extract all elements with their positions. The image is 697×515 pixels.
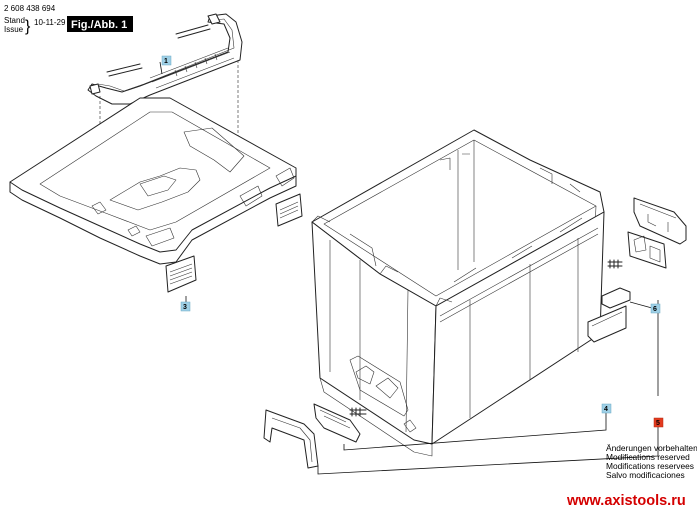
box-inner-clips (439, 153, 581, 193)
callout-6: 6 (650, 303, 661, 314)
box-rim-notches (349, 217, 583, 283)
callout-3: 3 (180, 301, 191, 312)
lid-recess (109, 167, 201, 211)
lid-hinge-marks (91, 201, 141, 237)
latch-plate (627, 231, 667, 269)
note-line-en: Modifications reserved (606, 452, 690, 462)
box-front-ribs (329, 240, 409, 433)
lid-front-edge (9, 175, 297, 253)
latch-cover-left-ribs (169, 263, 193, 285)
latch-cover-right-ribs (279, 201, 299, 219)
header-block: 2 608 438 694 Stand Issue } 10-11-29 Fig… (4, 4, 133, 35)
callout-label-3: 3 (183, 304, 187, 311)
latch-assembly-part (587, 197, 687, 343)
front-clip-frame (263, 409, 319, 469)
callout-label-5: 5 (656, 420, 660, 427)
box-body-part (311, 129, 605, 457)
lid-part (9, 97, 297, 265)
callout-badge-4 (601, 403, 612, 414)
front-clip-latch-lines (319, 409, 351, 429)
note-line-de: Änderungen vorbehalten (606, 443, 697, 453)
box-rim-details (311, 215, 453, 307)
callout-badge-6 (650, 303, 661, 314)
callout-4: 4 (601, 403, 612, 414)
latch-plate-detail (633, 235, 661, 263)
callout-badge-5 (653, 417, 664, 428)
latch-slider (601, 287, 631, 309)
handle-grip-ticks (174, 53, 218, 77)
callout-badge-1 (161, 55, 172, 66)
latch-top-cap-detail (639, 203, 677, 232)
brace-symbol: } (25, 18, 31, 35)
lid-corner-tab (275, 167, 295, 187)
issue-date: 10-11-29 (34, 18, 66, 27)
lid-latch-slots (145, 185, 263, 247)
handle-inner-edge (97, 18, 235, 92)
latch-spring (607, 259, 623, 269)
callout-label-4: 4 (604, 406, 608, 413)
callout-label-6: 6 (653, 306, 657, 313)
lid-outline (9, 97, 297, 265)
lid-handle-pocket (183, 127, 245, 173)
lid-top-panel (39, 111, 271, 231)
note-line-fr: Modifications reservees (606, 461, 694, 471)
callout-5: 5 (653, 417, 664, 428)
latch-bracket-edge (591, 311, 623, 327)
front-clip-latch (313, 403, 361, 443)
part-number: 2 608 438 694 (4, 4, 56, 13)
latch-bracket (587, 305, 627, 343)
leader-6 (629, 301, 653, 309)
figure-label-box (67, 16, 133, 32)
latch-top-cap (633, 197, 687, 245)
callout-label-1: 1 (164, 58, 168, 65)
box-base-edge (319, 377, 433, 457)
box-front-face (311, 221, 437, 445)
leader-lines (159, 61, 659, 475)
latch-cover-parts (165, 193, 303, 293)
modifications-notes: Änderungen vorbehalten Modifications res… (606, 443, 697, 480)
issue-label: Issue (4, 25, 24, 34)
handle-end-left (89, 83, 101, 95)
leader-5 (317, 300, 659, 475)
figure-label: Fig./Abb. 1 (71, 19, 127, 31)
note-line-es: Salvo modificaciones (606, 470, 685, 480)
leader-4 (343, 412, 607, 451)
leader-1 (159, 61, 163, 75)
front-clip-part (263, 403, 367, 469)
handle-part (87, 13, 243, 210)
front-clip-spring (349, 407, 367, 417)
box-latch-pins (355, 365, 399, 399)
box-latch-recess (349, 355, 409, 417)
box-right-ribs (469, 238, 579, 418)
callout-badge-3 (180, 301, 191, 312)
website-watermark: www.axistools.ru (566, 493, 686, 509)
box-foot-detail (403, 419, 417, 433)
handle-rod-bottom (106, 63, 143, 77)
handle-end-right (207, 13, 221, 25)
handle-grip-lines (149, 47, 235, 89)
front-clip-inner (271, 417, 313, 463)
lid-grip-area (139, 175, 177, 197)
callout-1: 1 (161, 55, 172, 66)
stand-label: Stand (4, 16, 25, 25)
box-right-rim-lines (439, 227, 599, 323)
handle-rod-top (175, 24, 211, 39)
